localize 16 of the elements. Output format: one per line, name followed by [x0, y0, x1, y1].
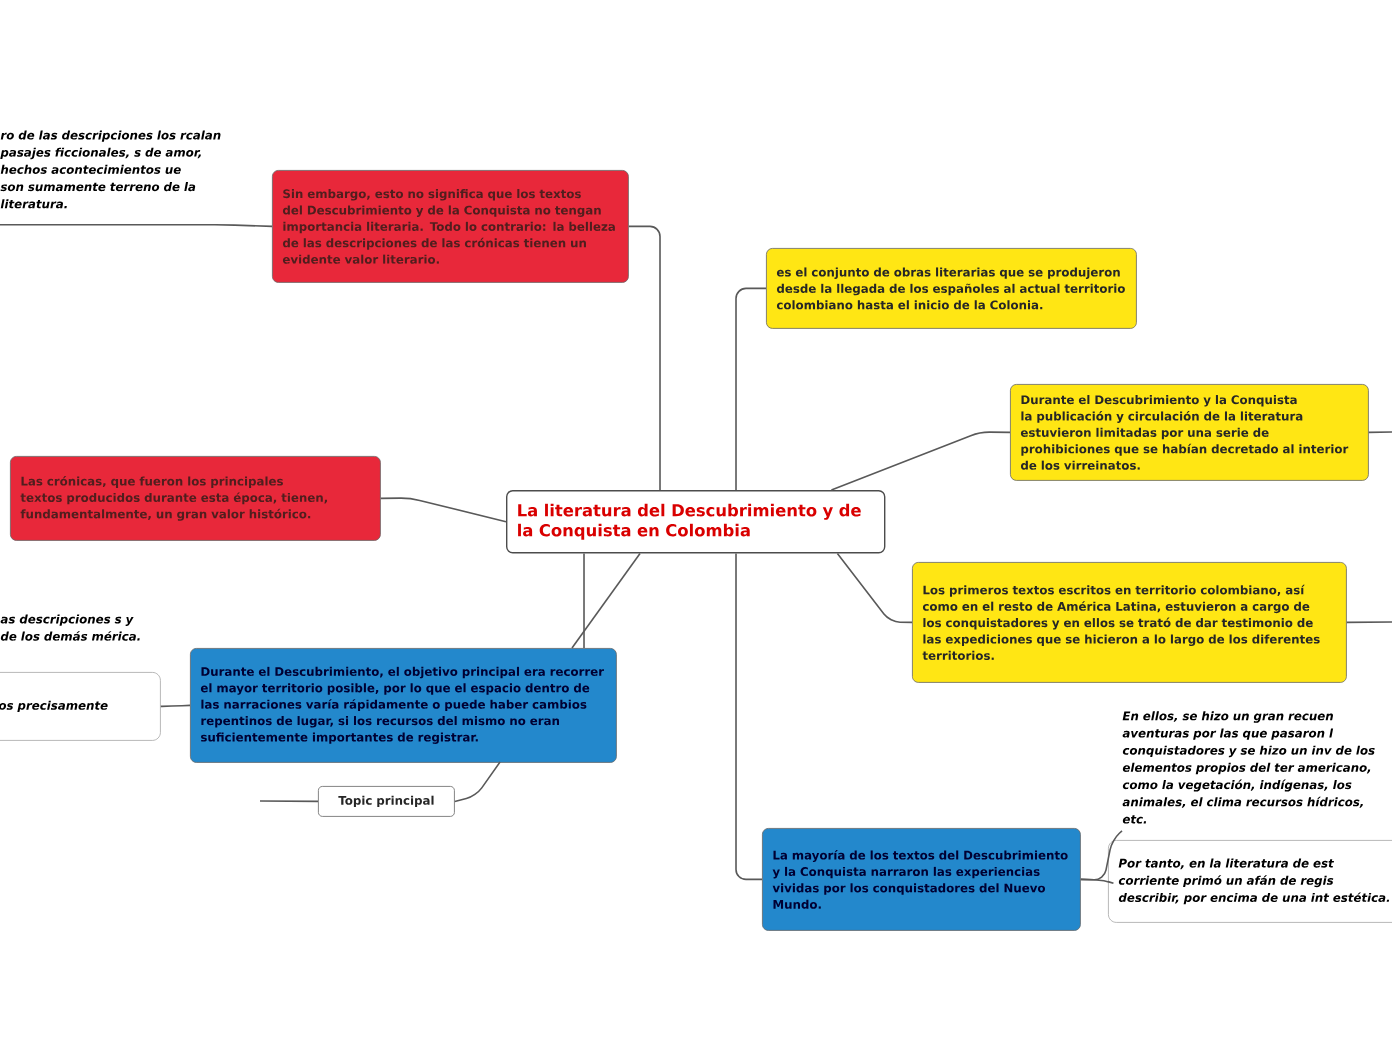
topic-box: La literatura del Descubrimiento y de la Conquista en Colombia: [506, 490, 886, 554]
connector-line: [1346, 621, 1392, 624]
connector-line: [836, 552, 913, 624]
connector-line: [735, 552, 763, 881]
connector-line: [735, 287, 767, 491]
connector-line: [830, 431, 1011, 491]
connector-line: [259, 800, 319, 803]
connector-line: [1080, 878, 1115, 885]
connector-line: [571, 552, 641, 649]
connector-line: [0, 224, 273, 228]
connector-line: [454, 761, 501, 803]
connector-line: [380, 497, 507, 523]
connector-line: [160, 704, 191, 708]
connector-line: [628, 225, 661, 491]
connector-line: [583, 552, 585, 649]
connector-line: [1368, 431, 1392, 434]
